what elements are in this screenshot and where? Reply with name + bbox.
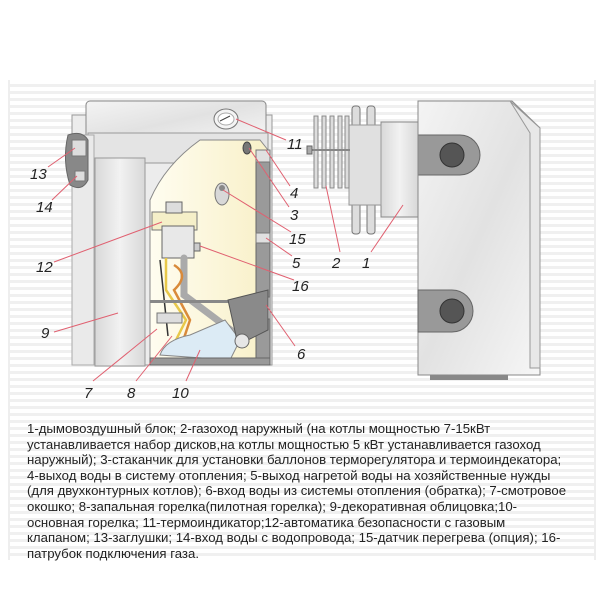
boiler-front-view <box>64 100 273 367</box>
gas-valve-knob <box>165 201 183 214</box>
overheat-sensor-icon <box>214 182 230 206</box>
label-16: 16 <box>292 278 309 295</box>
caption-line: патрубок подключения газа. <box>27 545 199 561</box>
burner-nozzle <box>234 333 250 349</box>
thermostat-cup <box>242 141 252 155</box>
leader-lines <box>47 118 404 382</box>
label-7: 7 <box>84 385 93 402</box>
flue-collar <box>348 124 382 206</box>
label-2: 2 <box>331 255 341 272</box>
label-8: 8 <box>127 385 136 402</box>
sight-window <box>156 312 183 324</box>
legend-caption: 1-дымовоздушный блок; 2-газоход наружный… <box>27 421 579 561</box>
callout-labels: 1 2 3 4 5 6 7 8 9 10 11 12 13 14 15 16 <box>30 136 370 402</box>
boiler-diagram: 1 2 3 4 5 6 7 8 9 10 11 12 13 14 15 16 <box>30 100 541 402</box>
burner-divider <box>150 300 268 303</box>
side-foot <box>430 375 508 380</box>
decorative-cladding <box>94 157 146 367</box>
side-casing-edge <box>509 100 541 369</box>
caption-line: 1-дымовоздушный блок; 2-газоход наружный… <box>27 421 491 436</box>
return-channel <box>227 289 269 346</box>
label-1: 1 <box>362 255 370 272</box>
label-14: 14 <box>36 199 53 216</box>
label-9: 9 <box>41 325 50 342</box>
label-6: 6 <box>297 346 306 363</box>
smoke-air-block <box>380 121 419 218</box>
caption-line: устанавливается набор дисков,на котлы мо… <box>27 436 541 452</box>
plug-13 <box>71 139 87 157</box>
gas-connection-16 <box>193 242 201 252</box>
label-3: 3 <box>290 207 299 224</box>
label-5: 5 <box>292 255 301 272</box>
caption-line: клапаном; 13-заглушки; 14-вход воды с во… <box>27 530 561 546</box>
plug-14 <box>74 170 86 182</box>
thermo-indicator-icon <box>213 108 239 130</box>
outlet-5 <box>255 232 271 244</box>
caption-line: 4-выход воды в систему отопления; 5-выхо… <box>27 467 551 483</box>
outlet-4 <box>255 149 271 163</box>
upper-bolt <box>439 142 465 168</box>
flue-disc-set <box>306 115 350 189</box>
caption-line: основная горелка; 11-термоиндикатор;12-а… <box>27 514 506 530</box>
caption-line: наружный); 3-стаканчик для установки бал… <box>27 452 562 468</box>
lower-bolt <box>439 298 465 324</box>
gas-valve-block <box>161 225 195 259</box>
boiler-side-view <box>306 100 541 380</box>
caption-line: (для двухконтурных котлов); 6-вход воды … <box>27 483 567 499</box>
label-12: 12 <box>36 259 53 276</box>
thermocouple-wire <box>164 258 188 341</box>
label-11: 11 <box>287 136 303 153</box>
label-15: 15 <box>289 231 306 248</box>
label-4: 4 <box>290 185 298 202</box>
pilot-tube <box>172 263 192 339</box>
base-rail <box>149 357 271 366</box>
label-13: 13 <box>30 166 47 183</box>
caption-line: окошко; 8-запальная горелка(пилотная гор… <box>27 498 518 514</box>
label-10: 10 <box>172 385 189 402</box>
